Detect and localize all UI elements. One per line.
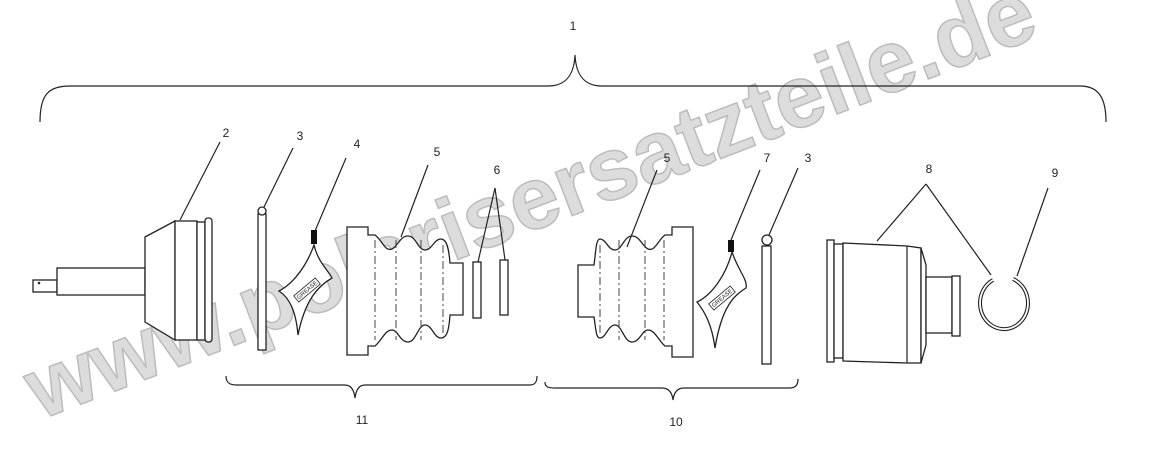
callout-9: 9: [1052, 166, 1059, 180]
inner-housing: [826, 239, 961, 364]
boot-left: [346, 226, 464, 356]
clamp-left: [257, 206, 267, 351]
callout-5-right: 5: [664, 151, 671, 165]
kit-brace-left: [225, 375, 538, 399]
grease-pack-right: GREASE: [695, 240, 747, 349]
outer-cv-joint: [32, 217, 213, 343]
callout-2: 2: [223, 126, 230, 140]
callout-1: 1: [570, 19, 577, 33]
callout-10: 10: [669, 415, 683, 429]
callout-11: 11: [356, 413, 369, 427]
grease-pack-left: GREASE: [277, 230, 333, 336]
assembly-brace: [39, 54, 1107, 123]
callout-4: 4: [354, 137, 361, 151]
clamp-right: [761, 234, 773, 365]
watermark: www.polarisersatzteile.de: [10, 0, 1048, 438]
snap-ring: [978, 277, 1030, 332]
callout-8: 8: [926, 162, 933, 176]
kit-brace-right: [544, 378, 799, 401]
small-clamps: [472, 259, 509, 319]
boot-right: [577, 226, 694, 358]
callout-7: 7: [764, 151, 771, 165]
callout-3-right: 3: [805, 151, 812, 165]
callout-3-left: 3: [297, 129, 304, 143]
callout-5-left: 5: [434, 145, 441, 159]
callout-6: 6: [494, 163, 501, 177]
